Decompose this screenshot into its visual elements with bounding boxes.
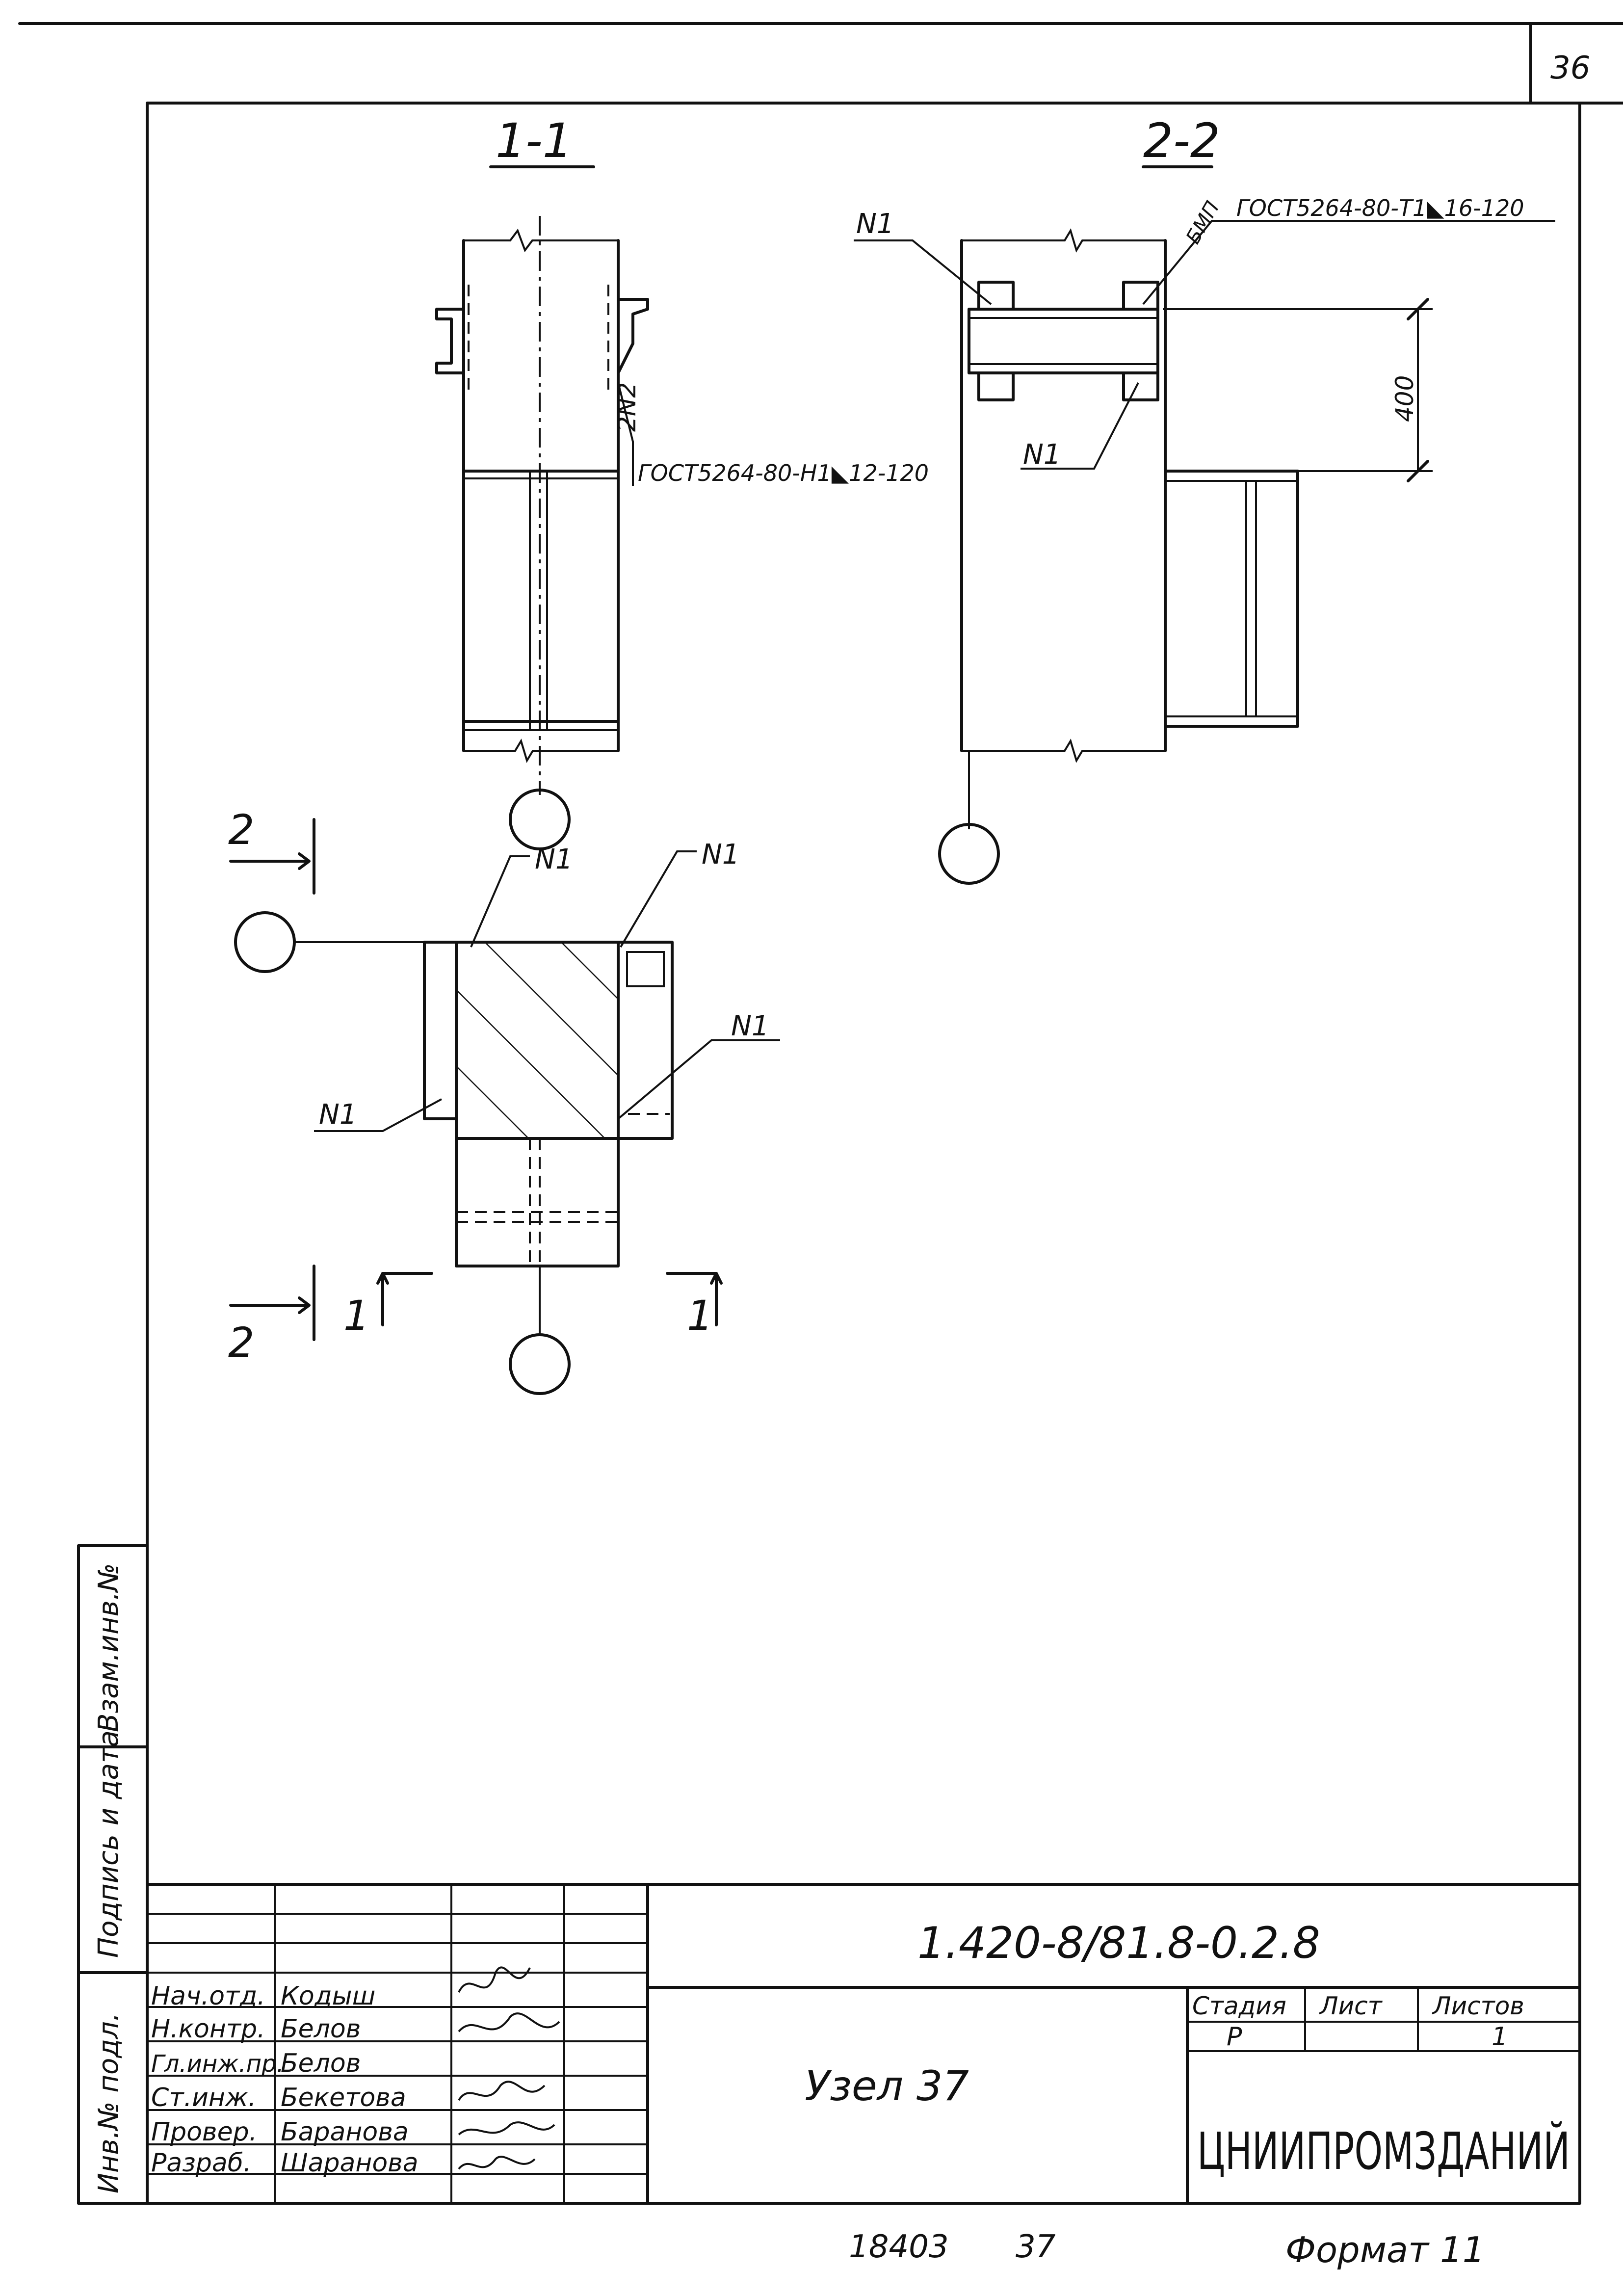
archive-number: 18403 [849, 2229, 949, 2265]
side-label-inv-no-original: Инв.№ подл. [93, 2012, 125, 2193]
stage-header: Стадия [1192, 1992, 1286, 2020]
leader-plan-n1-d [314, 1098, 442, 1132]
weld-note-2: ГОСТ5264-80-Т1◣16-120 [1236, 195, 1524, 221]
leader-2n2 [617, 382, 634, 486]
sheet-header: Лист [1319, 1992, 1383, 2020]
sheet-frame [18, 22, 1623, 2205]
section-2-2-title: 2-2 [1143, 113, 1220, 168]
staff-role-0: Нач.отд. [151, 1981, 265, 2011]
node-title: Узел 37 [805, 2062, 969, 2110]
leader-plan-n1-a [470, 855, 530, 948]
doc-code: 1.420-8/81.8-0.2.8 [917, 1918, 1320, 1968]
callout-plan-n1-c: N1 [731, 1010, 769, 1042]
dimension-400: 400 [1390, 375, 1419, 422]
callout-n1-sec2-top: N1 [856, 208, 894, 240]
leader-plan-n1-c [617, 1039, 780, 1120]
staff-name-1: Белов [281, 2014, 361, 2044]
signatures [458, 1966, 560, 2170]
cut-mark-2-bottom: 2 [228, 1319, 254, 1367]
sheet-number: 36 [1550, 50, 1590, 86]
stage-value: Р [1227, 2022, 1242, 2052]
organization-name: ЦНИИПРОМЗДАНИЙ [1197, 2121, 1570, 2181]
callout-plan-n1-b: N1 [702, 839, 740, 871]
callout-plan-n1-d: N1 [319, 1099, 357, 1131]
title-block [146, 1883, 1581, 2205]
sheets-value: 1 [1492, 2022, 1508, 2052]
leader-plan-n1-b [620, 850, 697, 948]
staff-role-4: Провер. [151, 2117, 257, 2147]
section-1-1 [435, 165, 649, 850]
staff-role-2: Гл.инж.пр. [151, 2050, 284, 2078]
callout-2n2: 2N2 [613, 382, 641, 432]
staff-name-4: Баранова [281, 2117, 409, 2147]
staff-role-3: Ст.инж. [151, 2083, 256, 2112]
sheets-header: Листов [1432, 1992, 1524, 2020]
leader-n1-mid [1021, 382, 1139, 470]
staff-name-2: Белов [281, 2049, 361, 2078]
section-2-2 [938, 165, 1433, 885]
side-strip [77, 1544, 149, 2205]
staff-name-3: Бекетова [281, 2083, 406, 2112]
side-label-inv-no-replace: Взам.инв.№ [93, 1563, 125, 1732]
cut-mark-2-top: 2 [228, 806, 254, 854]
staff-name-5: Шаранова [281, 2148, 419, 2178]
cut-mark-1-left: 1 [343, 1292, 369, 1340]
staff-role-1: Н.контр. [151, 2014, 265, 2044]
plan-view [229, 818, 723, 1395]
callout-n1-sec2-mid: N1 [1023, 439, 1061, 471]
side-label-sign-date: Подпись и дата [93, 1730, 125, 1958]
callout-plan-n1-a: N1 [535, 844, 573, 875]
cut-mark-1-right: 1 [687, 1292, 713, 1340]
archive-page: 37 [1016, 2229, 1056, 2265]
staff-role-5: Разраб. [151, 2148, 251, 2178]
leader-n1-top-left [854, 239, 992, 305]
weld-note-2-prefix: БМП [1182, 197, 1224, 248]
staff-name-0: Кодыш [281, 1981, 375, 2011]
section-1-1-title: 1-1 [496, 113, 573, 168]
weld-note-1: ГОСТ5264-80-Н1◣12-120 [638, 460, 929, 486]
format-label: Формат 11 [1285, 2229, 1485, 2270]
leader-weld-2 [1142, 220, 1555, 305]
